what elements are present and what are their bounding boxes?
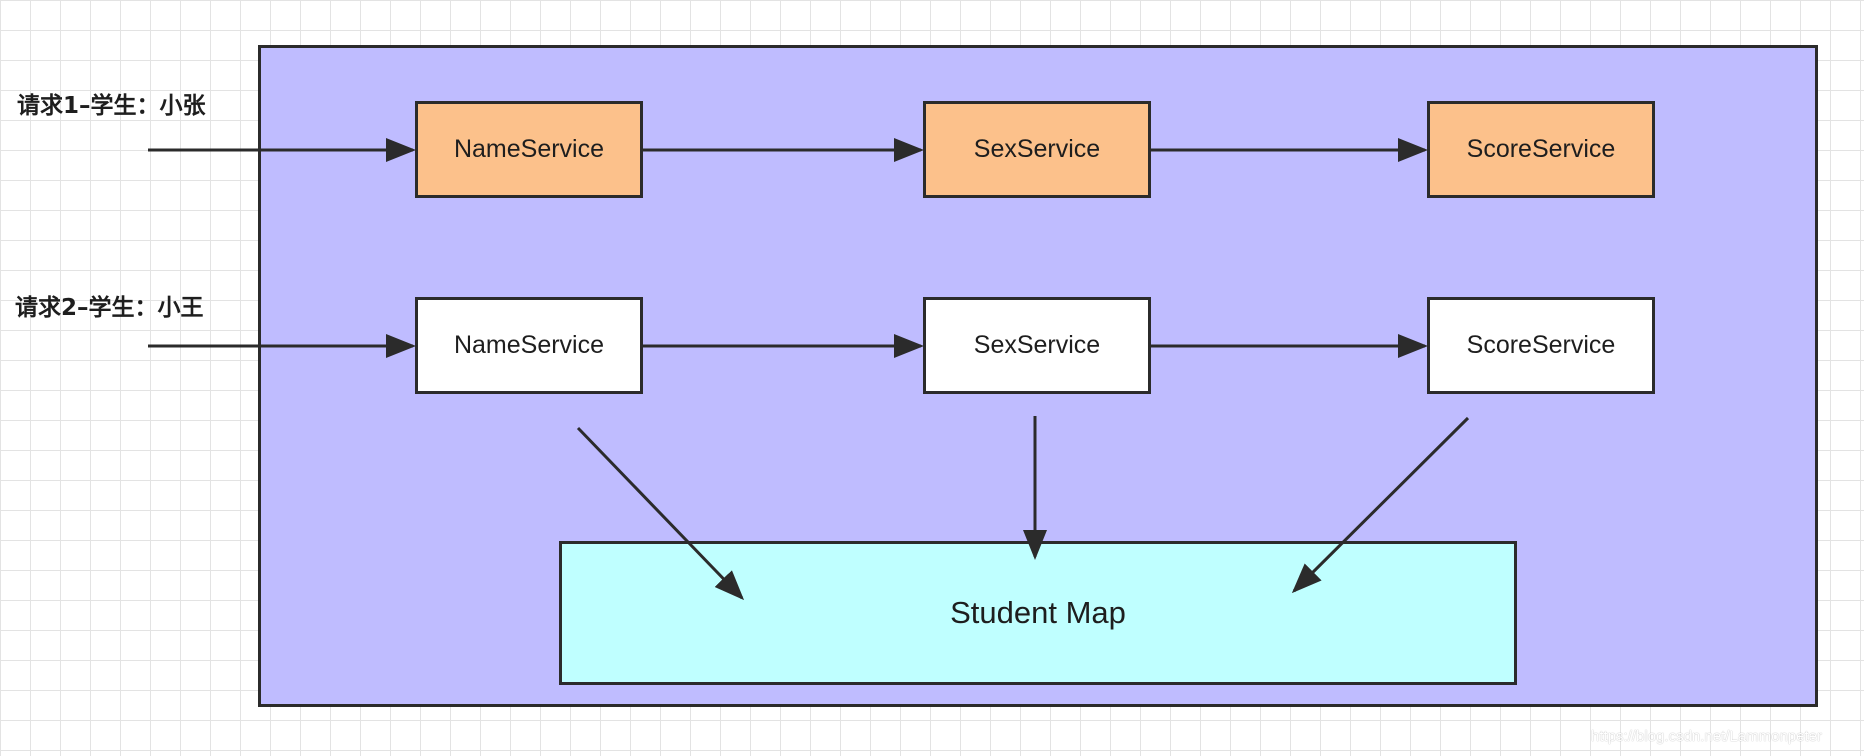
row1-name-service-box: NameService (415, 101, 643, 198)
watermark-text: https://blog.csdn.net/Lammonpeter (1591, 728, 1822, 745)
row2-name-service-box: NameService (415, 297, 643, 394)
row2-sex-service-box: SexService (923, 297, 1151, 394)
arrow-name-to-map (576, 426, 745, 601)
request-2-label: 请求2–学生：小王 (15, 295, 204, 321)
row2-score-service-box: ScoreService (1427, 297, 1655, 394)
arrow-score-to-map (1291, 416, 1470, 594)
row1-score-service-box: ScoreService (1427, 101, 1655, 198)
row1-sex-service-box: SexService (923, 101, 1151, 198)
request-1-label: 请求1–学生：小张 (17, 93, 206, 119)
